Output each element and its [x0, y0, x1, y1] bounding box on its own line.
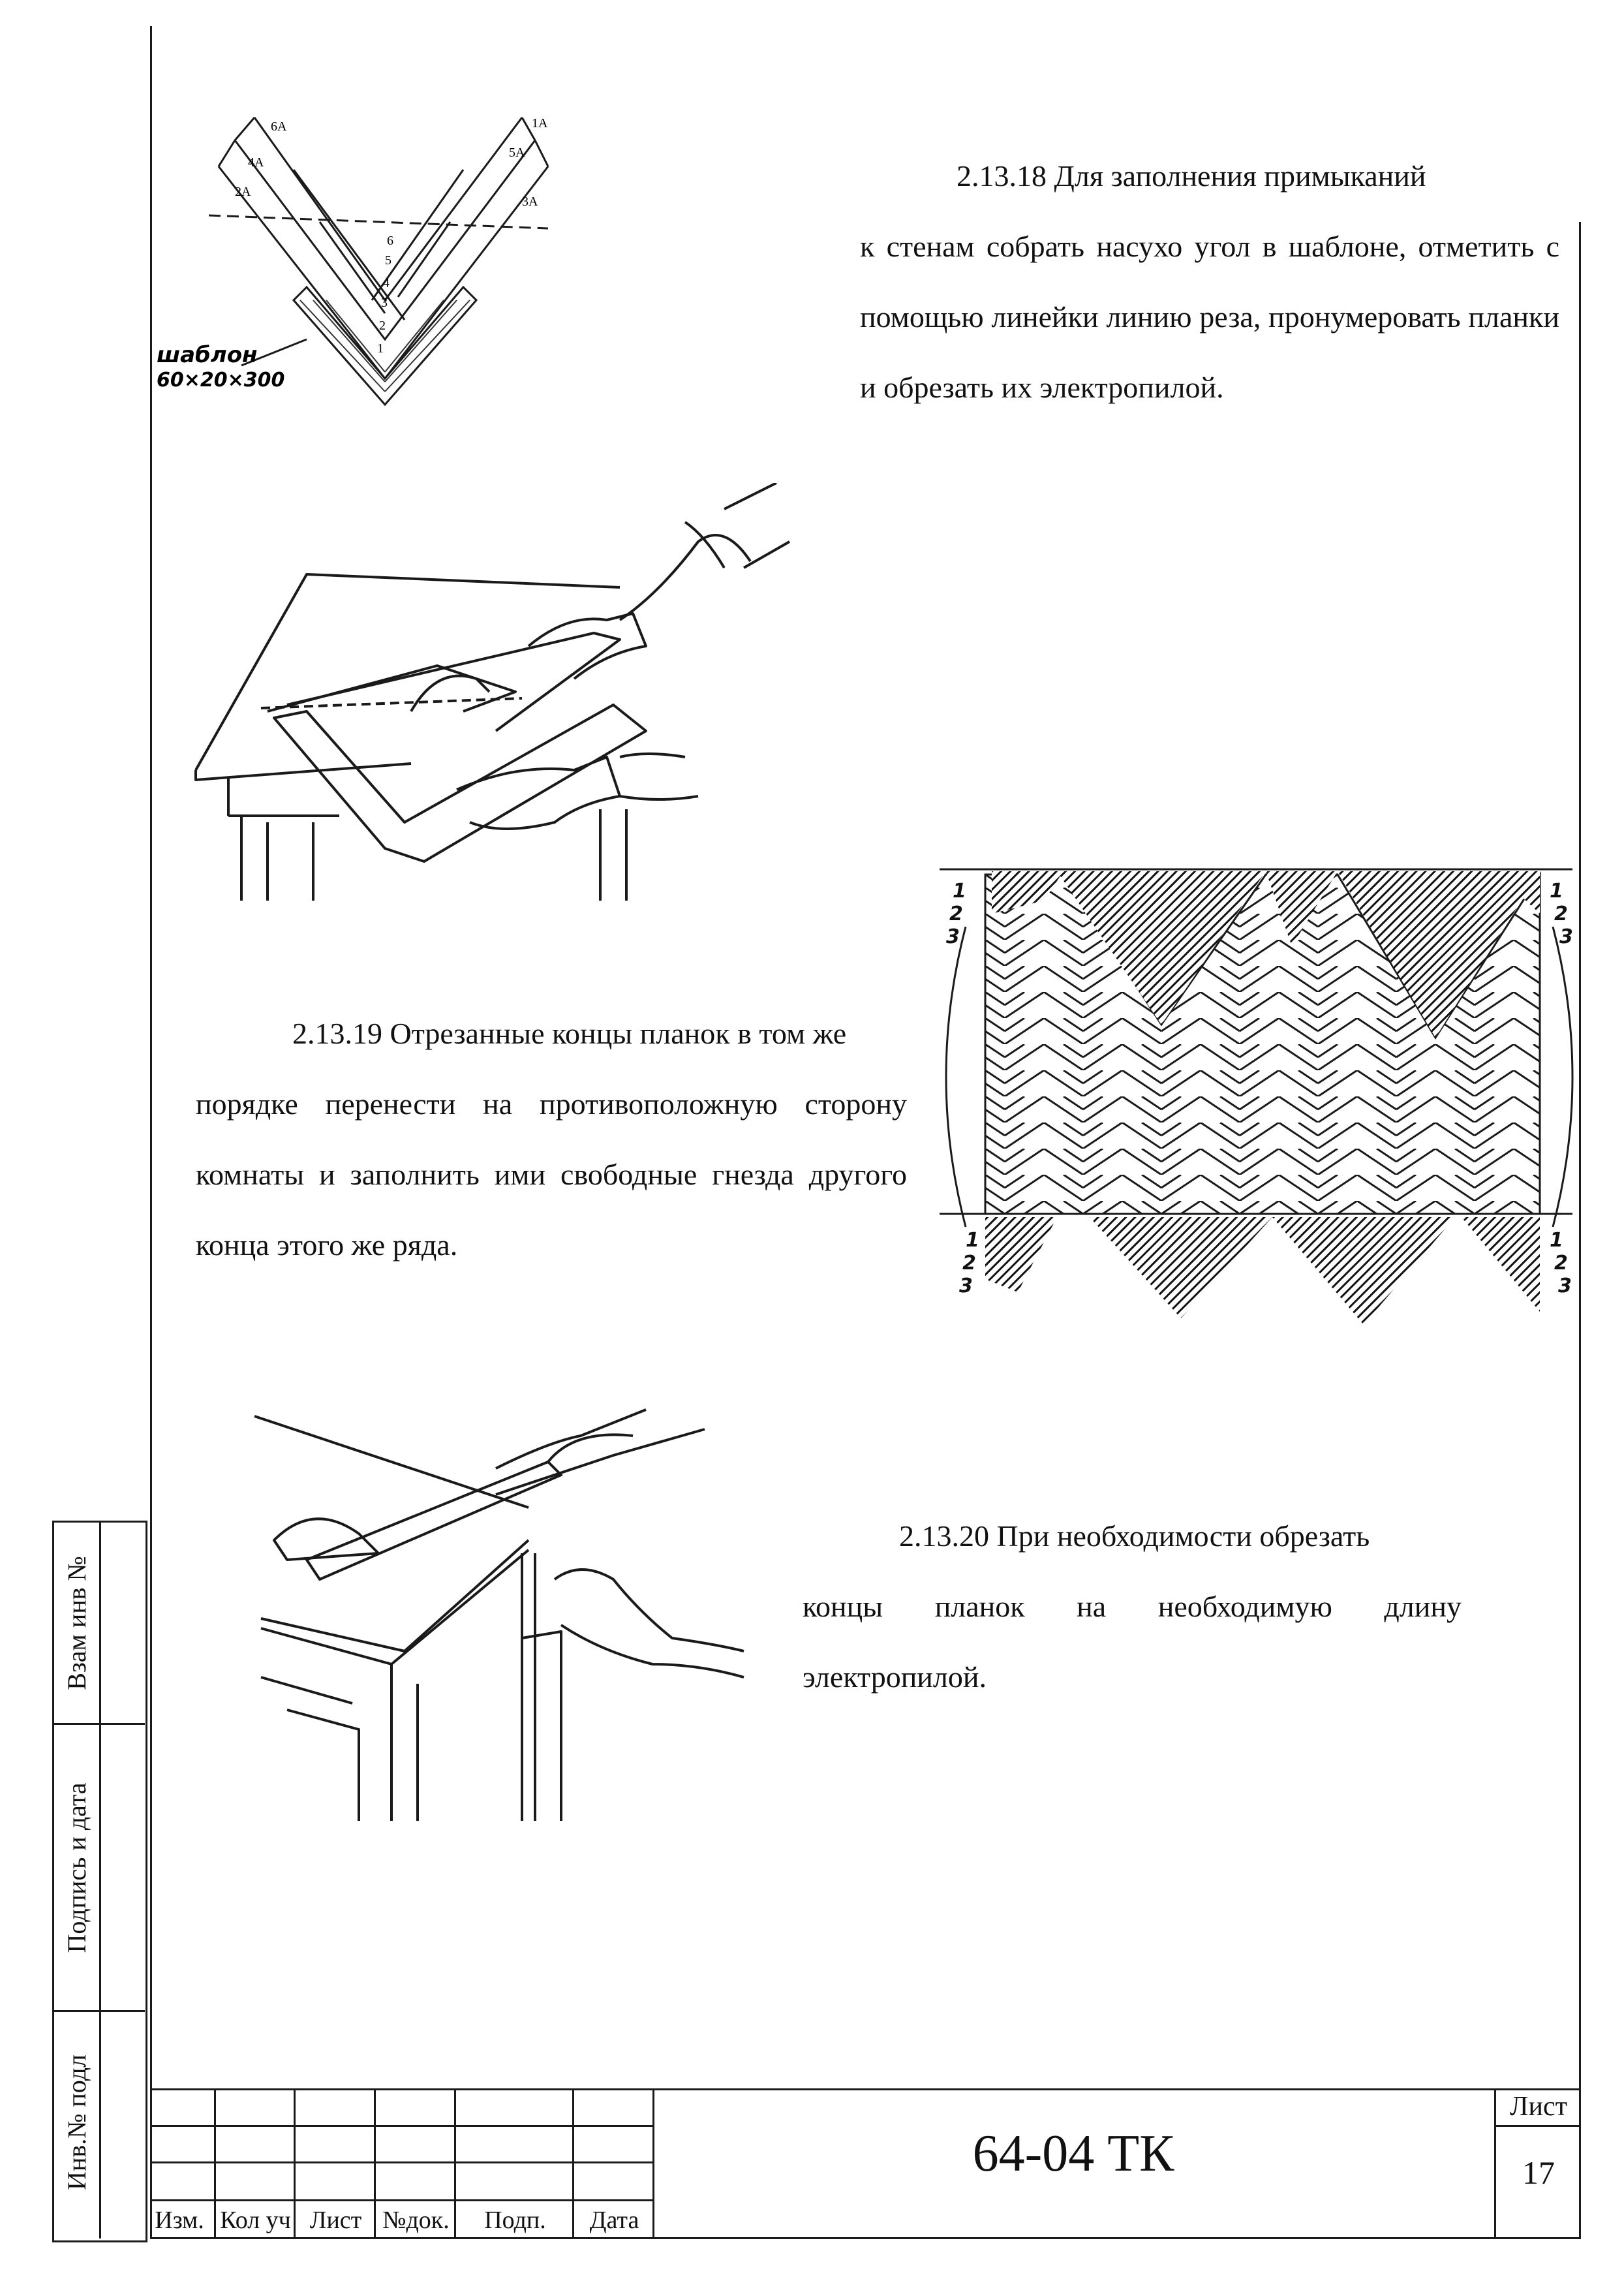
bottom-right-number-3: 3: [1558, 1275, 1572, 1297]
title-block-col-2: [215, 2088, 296, 2238]
bottom-left-number-3: 3: [959, 1275, 973, 1297]
figure-saw-at-wall: [248, 1403, 757, 1827]
margin-row-line-2: [52, 2010, 145, 2012]
title-block-col-6: [574, 2088, 654, 2238]
figure-saw-cutting: [189, 483, 874, 907]
sheet-box-mid: [1494, 2125, 1581, 2127]
header-list: Лист: [309, 2207, 362, 2234]
sheet-box-left: [1494, 2088, 1496, 2238]
frame-right-line: [1579, 222, 1581, 2238]
top-left-number-1: 1: [953, 880, 966, 903]
title-block-row-2: [150, 2161, 652, 2163]
right-mark-2: 3А: [522, 194, 538, 209]
bottom-left-number-2: 2: [962, 1252, 976, 1275]
top-right-number-2: 2: [1554, 903, 1568, 925]
sheet-label: Лист: [1510, 2092, 1567, 2122]
margin-label-podpis: Подпись и дата: [62, 1782, 91, 1953]
left-mark-1: 6А: [271, 119, 287, 134]
figure-template-corner: шаблон 60×20×300 6А 4А 2А 5А 3А 1А 6 5 4…: [157, 104, 561, 431]
header-kol-uch: Кол уч: [220, 2207, 291, 2234]
title-block-col-5: [456, 2088, 574, 2238]
plank-number-1: 1: [377, 341, 384, 356]
left-mark-2: 4А: [248, 155, 264, 170]
title-block-top-line: [150, 2088, 1581, 2090]
saw-at-wall-drawing: [254, 1408, 744, 1821]
title-block-col-3: [296, 2088, 376, 2238]
top-right-number-1: 1: [1550, 880, 1563, 903]
right-mark-3: 1А: [532, 116, 548, 131]
plank-number-4: 4: [383, 276, 390, 290]
top-left-number-2: 2: [949, 903, 963, 925]
margin-row-line-1: [52, 1723, 145, 1725]
top-right-number-3: 3: [1559, 925, 1573, 948]
bottom-right-number-2: 2: [1554, 1252, 1568, 1275]
herringbone-pattern-drawing: 1 2 3 1 2 3 1 2 3 1 2 3: [940, 868, 1574, 1325]
template-corner-drawing: шаблон 60×20×300 6А 4А 2А 5А 3А 1А 6 5 4…: [157, 116, 549, 407]
figure-herringbone-pattern: 1 2 3 1 2 3 1 2 3 1 2 3: [927, 861, 1579, 1331]
paragraph-body: к стенам собрать насухо угол в шаблоне, …: [860, 230, 1559, 404]
frame-left-line: [150, 26, 152, 2238]
bottom-left-number-1: 1: [966, 1229, 979, 1252]
paragraph-lead: 2.13.18 Для заполнения примыканий: [957, 159, 1426, 193]
margin-divider: [99, 1521, 101, 2238]
template-label: шаблон: [157, 342, 258, 368]
header-ndok: №док.: [382, 2207, 450, 2234]
title-block-row-3: [150, 2199, 652, 2201]
margin-label-vzam: Взам инв №: [62, 1556, 91, 1690]
paragraph-lead: 2.13.20 При необходимости обрезать: [899, 1519, 1370, 1553]
title-block-col-1: [150, 2088, 216, 2238]
header-podp: Подп.: [484, 2207, 546, 2234]
paragraph-2-13-18: 2.13.18 Для заполнения примыканий к стен…: [860, 141, 1559, 423]
top-left-number-3: 3: [946, 925, 960, 948]
paragraph-body: концы планок на необходимую длину электр…: [803, 1590, 1462, 1694]
left-mark-3: 2А: [235, 185, 251, 199]
header-izm: Изм.: [155, 2207, 204, 2234]
paragraph-lead: 2.13.19 Отрезанные концы планок в том же: [292, 1017, 847, 1050]
plank-number-5: 5: [385, 253, 391, 268]
template-size-label: 60×20×300: [157, 369, 284, 392]
header-data: Дата: [589, 2207, 639, 2234]
paragraph-2-13-20: 2.13.20 При необходимости обрезать концы…: [803, 1501, 1462, 1712]
plank-number-2: 2: [379, 318, 386, 333]
document-code: 64-04 ТК: [972, 2125, 1174, 2182]
sheet-number: 17: [1522, 2154, 1555, 2191]
right-mark-1: 5А: [509, 146, 525, 160]
frame-bottom-line: [150, 2237, 1581, 2239]
plank-number-6: 6: [387, 234, 393, 248]
title-block-col-4: [376, 2088, 456, 2238]
bottom-right-number-1: 1: [1550, 1229, 1563, 1252]
saw-cutting-drawing: [194, 483, 790, 901]
paragraph-2-13-19: 2.13.19 Отрезанные концы планок в том же…: [196, 999, 907, 1280]
margin-label-inv: Инв.№ подл: [62, 2054, 91, 2190]
paragraph-body: порядке перенести на противоположную сто…: [196, 1087, 907, 1262]
title-block-row-1: [150, 2125, 652, 2127]
plank-number-3: 3: [381, 296, 388, 310]
